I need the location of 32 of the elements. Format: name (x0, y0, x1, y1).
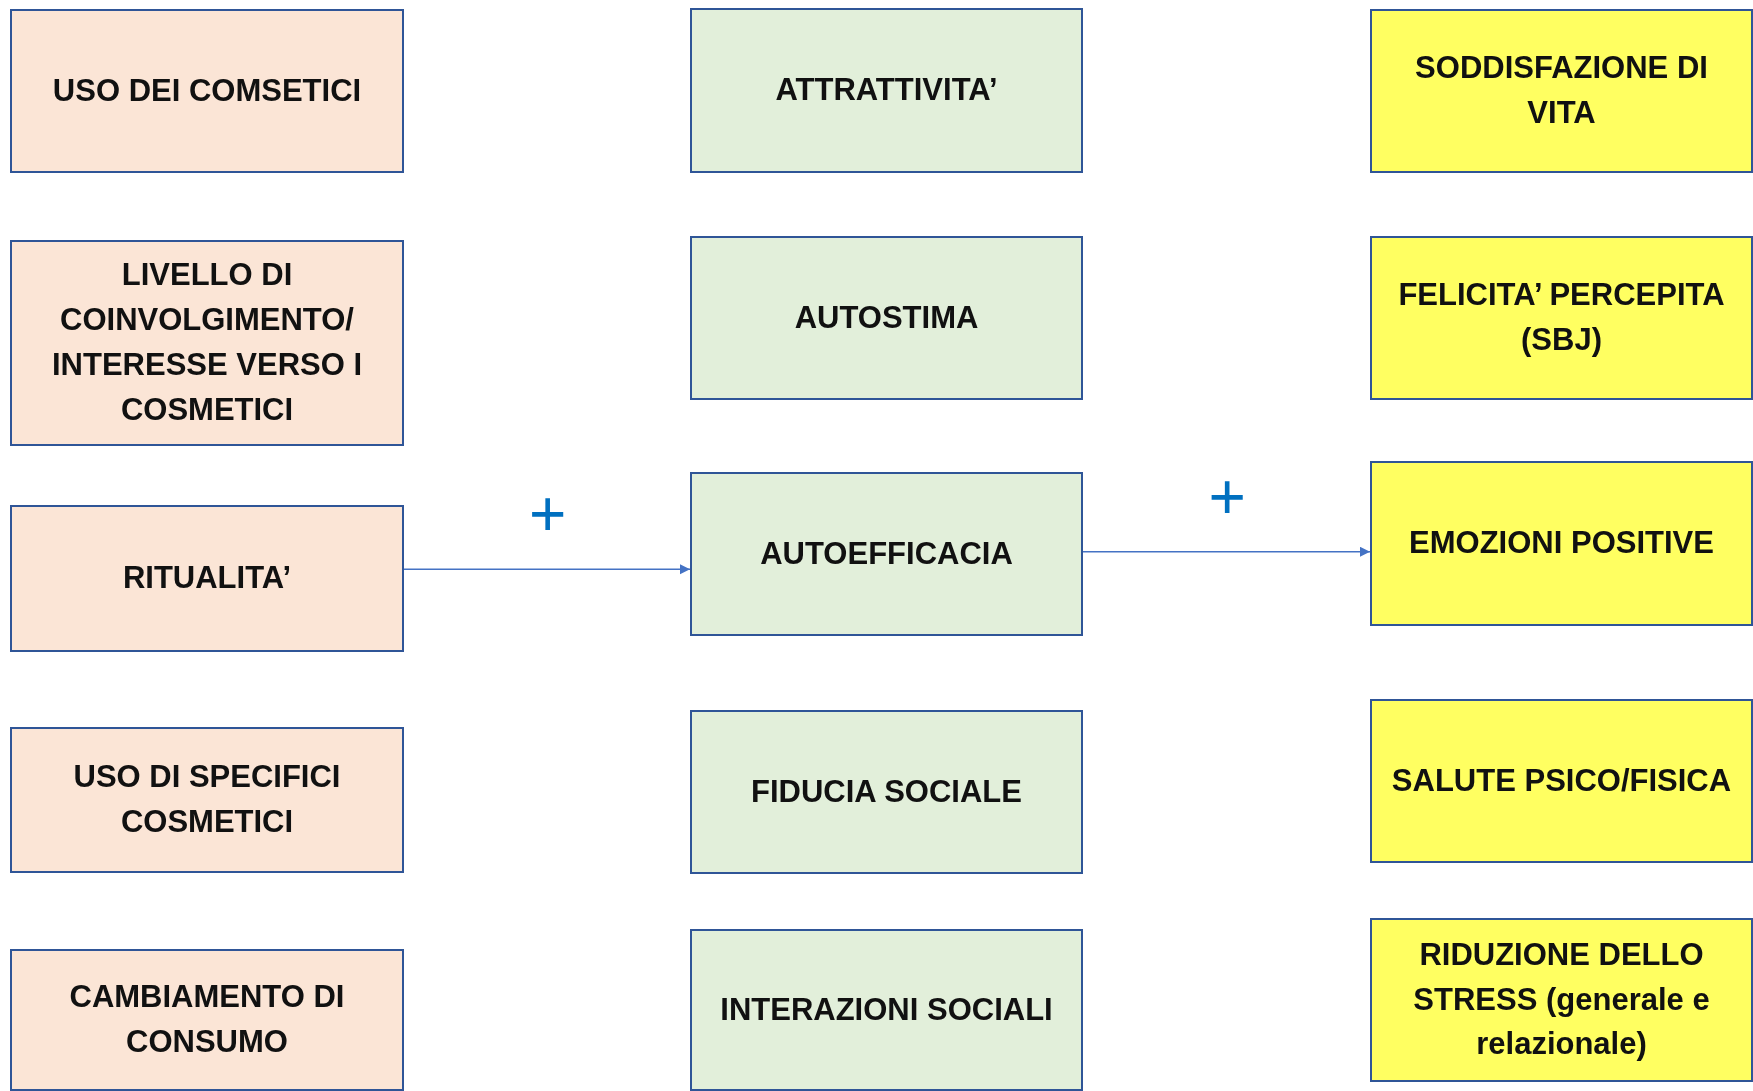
text-box (1370, 461, 1753, 626)
text-box (10, 505, 404, 652)
text-box (1370, 9, 1753, 173)
box-label: FIDUCIA SOCIALE (751, 772, 1022, 811)
box-label: SODDISFAZIONE DI VITA (1414, 49, 1709, 132)
text-box (690, 710, 1083, 874)
text-box (690, 8, 1083, 173)
box-label: EMOZIONI POSITIVE (1409, 524, 1714, 563)
arrow (403, 564, 691, 575)
text-box (690, 236, 1083, 400)
box-label: INTERAZIONI SOCIALI (720, 990, 1053, 1029)
text-box (690, 472, 1083, 636)
text-box (10, 727, 404, 873)
box-label: SALUTE PSICO/FISICA (1391, 761, 1732, 800)
box-label: LIVELLO DI COINVOLGIMENTO/ INTERESSE VERSO I COSMETICI (50, 256, 364, 429)
text-box (1370, 699, 1753, 863)
text-box (690, 929, 1083, 1091)
box-label: CAMBIAMENTO DI CONSUMO (68, 978, 346, 1061)
box-label: FELICITA’ PERCEPITA (SBJ) (1397, 276, 1726, 359)
text-box (10, 240, 404, 446)
text-box (10, 9, 404, 173)
box-label: AUTOEFFICACIA (760, 534, 1013, 573)
text-box (1370, 236, 1753, 400)
text-box (1370, 918, 1753, 1082)
box-label: AUTOSTIMA (794, 298, 979, 337)
box-label: ATTRATTIVITA’ (775, 71, 998, 110)
box-label: RIDUZIONE DELLO STRESS (generale e relazionale) (1412, 935, 1711, 1064)
text-box (10, 949, 404, 1091)
box-label: USO DI SPECIFICI COSMETICI (72, 758, 342, 841)
box-label: USO DEI COMSETICI (52, 71, 362, 110)
box-label: RITUALITA’ (122, 559, 292, 598)
arrow (1082, 546, 1371, 557)
